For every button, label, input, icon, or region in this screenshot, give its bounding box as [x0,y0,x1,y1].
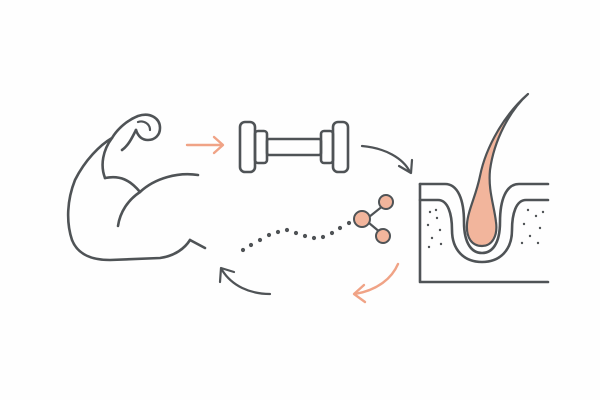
molecule-to-arm-arrow [218,266,272,296]
follicle-to-molecule-arrow [352,262,400,304]
dumbbell-to-follicle-arrow [360,144,414,175]
hair-follicle-icon [418,92,550,284]
flexed-arm-icon [66,113,207,262]
dumbbell-icon [238,120,350,174]
arm-to-dumbbell-arrow [185,135,225,155]
molecule-icon [353,194,394,244]
dotted-path [240,220,352,253]
